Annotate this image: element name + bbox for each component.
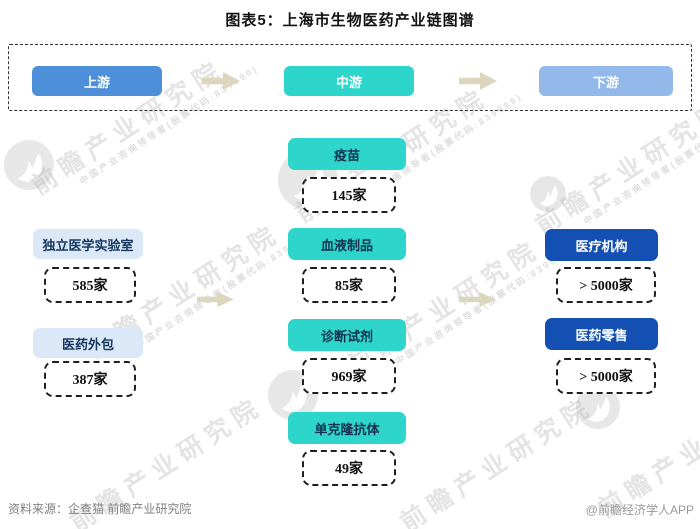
watermark-brand: 前瞻产业研究院 [395,391,599,529]
credit-note: @前瞻经济学人APP [585,503,694,517]
count-diagnostic-reagents: 969家 [302,358,396,394]
count-monoclonal-antibody: 49家 [302,450,396,486]
node-blood-products: 血液制品 [288,228,406,260]
node-independent-medical-lab: 独立医学实验室 [33,229,143,259]
qianzhan-logo-watermark-icon [530,176,566,212]
node-monoclonal-antibody: 单克隆抗体 [288,412,406,444]
stage-box-midstream: 中游 [284,66,414,96]
node-diagnostic-reagents: 诊断试剂 [288,319,406,351]
flow-arrow-icon [459,292,496,307]
watermark-tagline: 中国产业咨询领导者(股票代码:839599) [581,103,700,227]
node-vaccine: 疫苗 [288,138,406,170]
count-pharma-retail: > 5000家 [556,358,656,394]
count-independent-medical-lab: 585家 [44,267,136,303]
count-blood-products: 85家 [302,267,396,303]
stage-box-upstream: 上游 [32,66,162,96]
source-note: 资料来源：企查猫 前瞻产业研究院 [8,502,192,516]
figure-title: 图表5：上海市生物医药产业链图谱 [225,12,475,29]
qianzhan-logo-watermark-icon [4,140,54,190]
flow-arrow-icon [197,292,234,307]
node-pharma-retail: 医药零售 [545,318,658,350]
flow-stage-frame [8,44,692,111]
count-vaccine: 145家 [302,177,396,213]
count-pharma-outsourcing: 387家 [44,361,136,397]
watermark-text: 前瞻产业研究院 [392,387,599,529]
node-pharma-outsourcing: 医药外包 [33,328,143,358]
node-medical-institutions: 医疗机构 [545,229,658,261]
stage-box-downstream: 下游 [539,66,673,96]
count-medical-institutions: > 5000家 [556,267,656,303]
